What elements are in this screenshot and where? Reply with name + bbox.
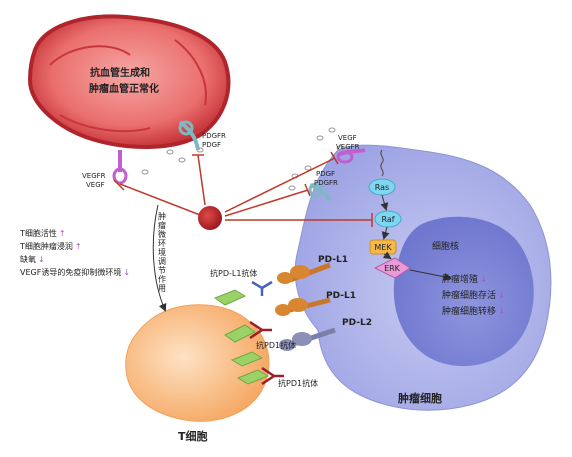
blood-vessel (27, 14, 231, 149)
vegfr-left-label: VEGFR (82, 172, 106, 180)
erk-label: ERK (384, 264, 401, 273)
outcome-survival: 肿瘤细胞存活↓ (442, 289, 506, 301)
pdl1-ligand-mid (275, 297, 331, 316)
nucleus (393, 216, 534, 367)
microenv-arrow (152, 204, 167, 312)
vegf-left-label: VEGF (86, 181, 105, 189)
membrane-receptor (380, 149, 384, 177)
effect-hypoxia: 缺氧↓ (20, 254, 45, 264)
mek-label: MEK (374, 243, 392, 252)
pdl1-ligand-top (277, 262, 331, 284)
vegf-right-label: VEGF (338, 134, 357, 142)
anti-pdl1-label: 抗PD-L1抗体 (210, 268, 257, 278)
outcome-proliferation: 肿瘤增殖↓ (442, 273, 488, 285)
anti-pd1-label-b: 抗PD1抗体 (278, 378, 318, 388)
pdgfr-receptor-top (178, 120, 200, 151)
pd1-receptors (213, 289, 270, 385)
raf-node (374, 210, 402, 228)
effect-tcell-infiltration: T细胞肿瘤浸润↑ (19, 241, 82, 251)
pdgf-right-label: PDGF (316, 170, 335, 178)
pdl2-ligand (279, 327, 336, 351)
anti-pd1-antibody-a (249, 320, 272, 340)
anti-pd1-label-a: 抗PD1抗体 (256, 340, 296, 350)
pdl1-label-top: PD-L1 (318, 255, 348, 265)
pathway-arrows (380, 194, 452, 281)
nucleus-label: 细胞核 (432, 240, 459, 252)
pdgfr-top-label: PDGFR (202, 132, 226, 140)
pdl2-label: PD-L2 (342, 318, 372, 328)
anti-pd1-antibody-b (261, 366, 284, 386)
tcell-label: T细胞 (178, 429, 208, 443)
vegfr-receptor-left (112, 150, 128, 185)
pdgfr-receptor-right (308, 182, 332, 202)
outcome-list: 肿瘤增殖↓ 肿瘤细胞存活↓ 肿瘤细胞转移↓ (442, 273, 506, 317)
effect-immunosuppression: VEGF诱导的免疫抑制微环境↓ (20, 267, 130, 277)
raf-label: Raf (381, 215, 394, 224)
vegfr-right-label: VEGFR (336, 143, 360, 151)
pdl1-label-mid: PD-L1 (326, 291, 356, 301)
vegfr-receptor-right (336, 148, 366, 164)
vessel-label-line2: 肿瘤血管正常化 (89, 82, 159, 95)
microenv-vertical-label: 肿瘤微环境调节作用 (158, 211, 167, 293)
pdgf-top-label: PDGF (202, 141, 221, 149)
tumor-cell-label: 肿瘤细胞 (398, 391, 442, 405)
microenv-effects: T细胞活性↑ T细胞肿瘤浸润↑ 缺氧↓ VEGF诱导的免疫抑制微环境↓ (19, 228, 130, 277)
pdgfr-right-label: PDGFR (314, 179, 338, 187)
ras-label: Ras (375, 183, 389, 192)
anti-pdl1-antibody (251, 280, 273, 296)
effect-tcell-activity: T细胞活性↑ (19, 228, 66, 238)
vessel-label-line1: 抗血管生成和 (90, 66, 150, 79)
drug-molecule (198, 206, 222, 230)
outcome-metastasis: 肿瘤细胞转移↓ (442, 305, 506, 317)
inhibition-lines (113, 151, 373, 227)
erk-node (373, 257, 411, 279)
